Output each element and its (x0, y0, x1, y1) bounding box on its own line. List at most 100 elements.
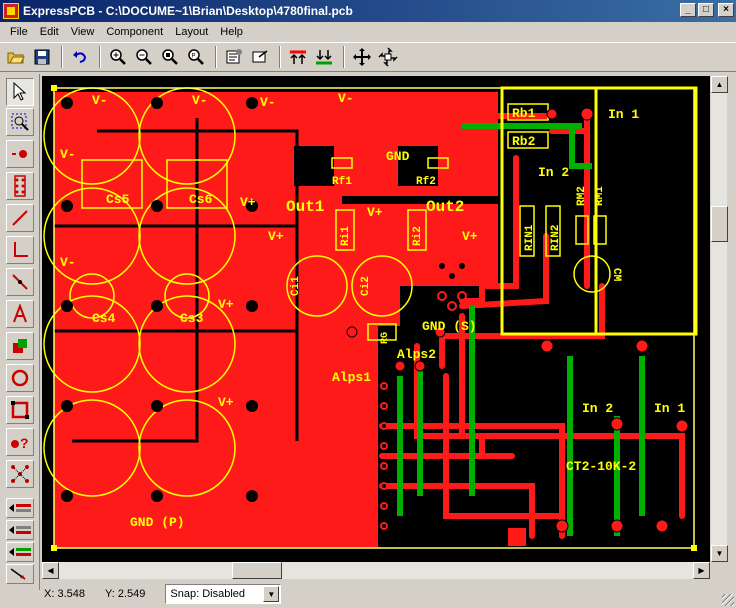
ground-separation-traces (54, 118, 299, 443)
menu-edit[interactable]: Edit (39, 26, 59, 38)
zoom-window-button[interactable]: P (184, 45, 208, 69)
snap-value: Disabled (202, 588, 246, 600)
scroll-left-button[interactable]: ◀ (42, 562, 59, 579)
snap-label: Snap: (170, 588, 200, 600)
label-gnd: GND (386, 149, 410, 164)
zoom-fit-button[interactable] (158, 45, 182, 69)
save-button[interactable] (30, 45, 54, 69)
vertical-scrollbar[interactable]: ▲ ▼ (710, 76, 728, 562)
top-layer-button[interactable] (286, 45, 310, 69)
zoom-fit-icon (162, 49, 178, 65)
open-button[interactable] (4, 45, 28, 69)
undo-button[interactable] (68, 45, 92, 69)
netlist-icon (11, 465, 29, 483)
move-button[interactable] (350, 45, 374, 69)
label-v-minus: V- (192, 93, 208, 108)
select-box-tool-button[interactable] (6, 108, 34, 136)
layer-bottom-icon (9, 526, 31, 534)
horizontal-scrollbar[interactable]: ◀ ▶ (42, 562, 710, 579)
pad-tool-button[interactable] (6, 140, 34, 168)
pcb-canvas[interactable]: V- V- V- V- V- V- V+ V+ V+ V+ V+ V+ GND … (42, 76, 710, 562)
layer-both-button[interactable] (6, 542, 34, 562)
trace-tool-button[interactable] (6, 204, 34, 232)
menu-bar: File Edit View Component Layout Help (0, 22, 736, 42)
rotate-button[interactable] (376, 45, 400, 69)
circle-tool-button[interactable] (6, 364, 34, 392)
vertical-scroll-thumb[interactable] (711, 206, 728, 242)
minimize-button[interactable]: _ (680, 3, 696, 17)
label-rb2: Rb2 (512, 134, 536, 149)
scroll-up-button[interactable]: ▲ (711, 76, 728, 93)
maximize-icon: □ (702, 4, 710, 15)
trace-split-tool-button[interactable] (6, 268, 34, 296)
label-cm: CM (610, 268, 622, 282)
menu-help[interactable]: Help (220, 26, 243, 38)
fill-plane-tool-button[interactable] (6, 332, 34, 360)
layer-bottom-button[interactable] (6, 520, 34, 540)
rectangle-tool-button[interactable] (6, 396, 34, 424)
label-in1-bottom: In 1 (654, 401, 685, 416)
component-pads (346, 107, 689, 533)
pcb-board[interactable]: V- V- V- V- V- V- V+ V+ V+ V+ V+ V+ GND … (42, 76, 710, 562)
file-path: C:\DOCUME~1\Brian\Desktop\4780final.pcb (105, 4, 353, 18)
component-button[interactable] (248, 45, 272, 69)
zoom-in-button[interactable] (106, 45, 130, 69)
open-icon (7, 52, 25, 64)
text-tool-button[interactable] (6, 300, 34, 328)
layer-silk-icon (10, 568, 26, 580)
bottom-layer-button[interactable] (312, 45, 336, 69)
undo-icon (73, 51, 87, 63)
y-value: 2.549 (117, 588, 146, 600)
pad-query-icon: ? (11, 435, 29, 451)
maximize-button[interactable]: □ (698, 3, 714, 17)
menu-file[interactable]: File (10, 26, 28, 38)
label-rin2: RIN2 (550, 225, 562, 251)
label-in2: In 2 (538, 165, 569, 180)
save-icon (34, 49, 50, 65)
select-tool-button[interactable] (6, 78, 34, 106)
label-ci2: Ci2 (360, 276, 372, 296)
layer-both-icon (9, 548, 31, 556)
title-bar: ExpressPCB - C:\DOCUME~1\Brian\Desktop\4… (0, 0, 736, 22)
trace-corner-tool-button[interactable] (6, 236, 34, 264)
label-v-minus: V- (60, 255, 76, 270)
scroll-down-button[interactable]: ▼ (711, 545, 728, 562)
label-v-plus: V+ (218, 395, 234, 410)
label-ri2: Ri2 (412, 226, 424, 246)
properties-icon (226, 49, 242, 64)
chevron-down-icon[interactable]: ▼ (263, 586, 280, 602)
x-coordinate: X: 3.548 (44, 588, 85, 600)
zoom-out-button[interactable] (132, 45, 156, 69)
label-rb1: Rb1 (512, 106, 536, 121)
title-separator: - (95, 4, 106, 18)
snap-dropdown[interactable]: Snap: Disabled ▼ (165, 584, 282, 604)
selection-handles (51, 85, 697, 551)
layer-silk-button[interactable] (6, 564, 34, 584)
square-pad (508, 528, 526, 546)
layer-top-button[interactable] (6, 498, 34, 518)
expresspcb-app-icon[interactable] (3, 3, 19, 19)
resize-grip[interactable] (722, 594, 734, 606)
scroll-right-button[interactable]: ▶ (693, 562, 710, 579)
netlist-tool-button[interactable] (6, 460, 34, 488)
label-cs6: Cs6 (189, 192, 213, 207)
label-v-plus: V+ (218, 297, 234, 312)
label-gnd-s: GND (S) (422, 319, 477, 334)
rectangle-icon (11, 401, 29, 419)
horizontal-scroll-thumb[interactable] (232, 562, 282, 579)
properties-button[interactable] (222, 45, 246, 69)
menu-view[interactable]: View (70, 26, 95, 38)
zoom-out-icon (136, 49, 152, 65)
menu-component[interactable]: Component (106, 26, 164, 38)
close-button[interactable]: × (718, 3, 734, 17)
svg-text:?: ? (20, 435, 29, 451)
ic-pads (380, 261, 467, 530)
status-bar: X: 3.548 Y: 2.549 Snap: Disabled ▼ (0, 580, 736, 608)
ic-footprint-icon (14, 175, 26, 197)
menu-layout[interactable]: Layout (175, 26, 209, 38)
component-tool-button[interactable] (6, 172, 34, 200)
cs6-outline (166, 159, 228, 209)
pad-query-tool-button[interactable]: ? (6, 428, 34, 456)
label-v-minus: V- (92, 93, 108, 108)
label-cs5: Cs5 (106, 192, 130, 207)
